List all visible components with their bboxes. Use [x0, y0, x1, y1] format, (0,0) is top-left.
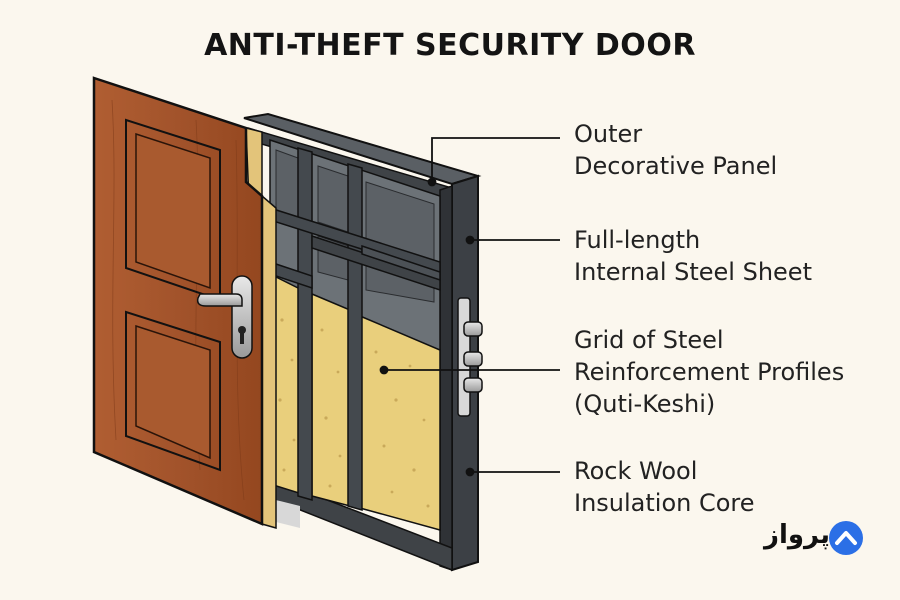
label-line: Full-length [574, 226, 701, 254]
steel-grid [269, 147, 441, 511]
brand-name: پرواز [764, 520, 830, 550]
label-internal-steel-sheet: Full-length Internal Steel Sheet [574, 224, 812, 288]
diagram-title: ANTI-THEFT SECURITY DOOR [204, 28, 696, 63]
label-rock-wool-core: Rock Wool Insulation Core [574, 455, 755, 519]
label-line: Outer [574, 120, 643, 148]
door-handle [196, 275, 253, 359]
label-steel-grid: Grid of Steel Reinforcement Profiles (Qu… [574, 324, 844, 420]
label-line: Insulation Core [574, 489, 755, 517]
leader-lines [379, 137, 560, 477]
label-line: Decorative Panel [574, 152, 778, 180]
label-line: Internal Steel Sheet [574, 258, 812, 286]
label-line: Grid of Steel [574, 326, 724, 354]
outer-decorative-panel [92, 76, 277, 529]
brand-logo: پرواز [764, 520, 830, 550]
label-line: Rock Wool [574, 457, 698, 485]
lock-bolts [457, 297, 483, 417]
chevron-up-icon [829, 521, 863, 555]
label-line: (Quti-Keshi) [574, 390, 716, 418]
label-outer-decorative-panel: Outer Decorative Panel [574, 118, 777, 182]
label-line: Reinforcement Profiles [574, 358, 845, 386]
